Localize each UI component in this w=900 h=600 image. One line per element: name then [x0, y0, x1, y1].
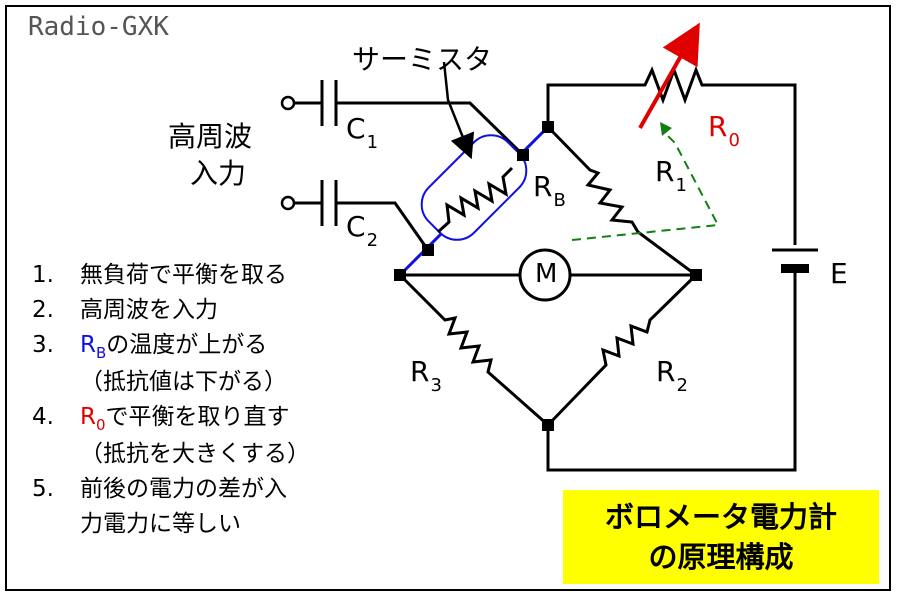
input-label-line1: 高周波 [168, 120, 253, 153]
thermistor-label: サーミスタ [352, 43, 493, 76]
thermistor-pointer [442, 61, 475, 160]
outer-frame [5, 5, 891, 591]
node-right [690, 269, 702, 281]
thermistor-package [420, 134, 528, 241]
thermistor-rb [436, 166, 514, 234]
resistor-r3 [398, 273, 549, 427]
wire-battery-bottom [546, 273, 797, 472]
r2-label: R2 [656, 355, 688, 396]
brand-label: Radio-GXK [28, 12, 169, 42]
wire-top-left [546, 83, 630, 127]
c2-label: C2 [346, 210, 379, 251]
c1-label: C1 [346, 112, 379, 153]
title-box: ボロメータ電力計 の原理構成 [563, 490, 879, 584]
resistor-r2 [546, 273, 698, 427]
variable-resistor-r0 [630, 65, 718, 105]
node-c2 [422, 244, 434, 256]
step-3: 3.RBの温度が上がる [32, 332, 268, 362]
input-label-line2: 入力 [190, 157, 247, 190]
node-c1 [517, 149, 529, 161]
resistor-r1 [546, 125, 697, 277]
rb-label: RB [533, 170, 566, 211]
step-3-note: （抵抗値は下がる） [80, 369, 287, 395]
r3-label: R3 [410, 355, 442, 396]
node-top [542, 121, 554, 133]
balance-guide-head [660, 122, 672, 136]
meter-label: M [535, 259, 558, 289]
step-5: 5.前後の電力の差が入 [32, 476, 287, 502]
title-line-1: ボロメータ電力計 [604, 500, 837, 534]
input-terminal-2 [280, 195, 296, 211]
step-4-note: （抵抗を大きくする） [80, 441, 310, 467]
procedure-list: 1.無負荷で平衡を取る 2.高周波を入力 3.RBの温度が上がる （抵抗値は下が… [32, 258, 310, 542]
r1-label: R1 [655, 155, 687, 196]
step-5-cont: 力電力に等しい [80, 511, 241, 537]
step-4: 4.R0で平衡を取り直す [32, 404, 290, 434]
input-terminal-1 [280, 95, 296, 111]
step-2: 2.高周波を入力 [32, 297, 218, 323]
battery-label: E [830, 257, 848, 290]
wire-top-right [718, 83, 797, 245]
node-left [394, 269, 406, 281]
wire-c2 [336, 201, 430, 251]
title-line-2: の原理構成 [648, 540, 794, 574]
r0-label: R0 [708, 110, 740, 151]
wire-c1 [336, 101, 525, 157]
step-1: 1.無負荷で平衡を取る [32, 262, 287, 288]
battery-plate-short [781, 264, 809, 273]
node-bottom [542, 419, 554, 431]
variable-arrow [638, 22, 700, 129]
balance-guide [571, 131, 720, 241]
